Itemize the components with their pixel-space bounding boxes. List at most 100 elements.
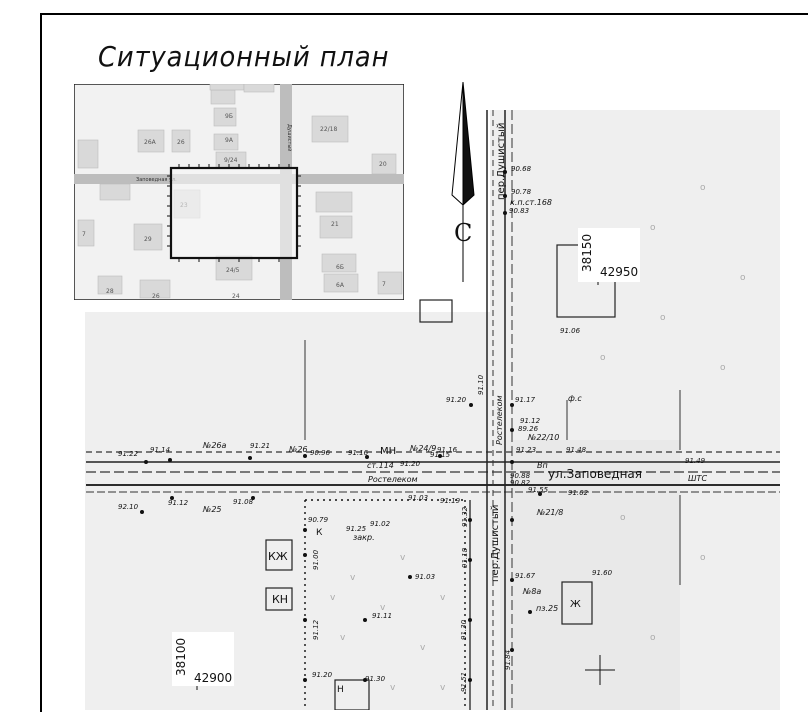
label-mn: МН	[380, 446, 396, 457]
svg-text:91.20: 91.20	[446, 396, 467, 404]
svg-text:91.60: 91.60	[592, 569, 613, 577]
svg-text:91.32: 91.32	[461, 506, 469, 527]
label-k: К	[316, 528, 323, 538]
svg-text:90.68: 90.68	[511, 165, 532, 173]
svg-text:v: v	[380, 603, 386, 613]
svg-text:92.10: 92.10	[118, 503, 139, 511]
svg-text:91.25: 91.25	[346, 525, 367, 533]
svg-text:91.23: 91.23	[516, 446, 536, 454]
elevation-dots	[140, 170, 542, 682]
svg-text:91.49: 91.49	[685, 457, 706, 465]
svg-text:ф.с: ф.с	[568, 394, 582, 403]
svg-text:22/18: 22/18	[320, 126, 337, 133]
svg-text:91.10: 91.10	[477, 374, 485, 395]
svg-text:9/24: 9/24	[224, 157, 238, 164]
svg-text:закр.: закр.	[353, 533, 375, 542]
svg-text:6А: 6А	[336, 282, 345, 289]
svg-text:91.06: 91.06	[560, 327, 581, 335]
label-kn: КН	[272, 593, 288, 606]
svg-text:89.26: 89.26	[518, 425, 539, 433]
svg-text:o: o	[700, 183, 706, 193]
rostelecom-label-h: Ростелеком	[368, 475, 418, 484]
svg-text:o: o	[650, 223, 656, 233]
svg-text:91.30: 91.30	[365, 675, 386, 683]
inset-street-v-label: Душистый	[286, 124, 293, 152]
svg-text:91.55: 91.55	[528, 486, 549, 494]
inset-street-h-label: Заповедная ул.	[136, 177, 177, 183]
coord-label-1: 38150 42950	[578, 228, 640, 282]
svg-text:№22/10: №22/10	[527, 433, 559, 442]
svg-text:91.21: 91.21	[250, 442, 270, 450]
svg-text:20: 20	[379, 161, 387, 168]
map-annotations: МН КЖ КН К Н Ж №26а №26 №24/9 №25 №22/10…	[202, 198, 707, 695]
svg-text:ст.114: ст.114	[367, 461, 394, 470]
location-inset: Заповедная ул. Душистый 9Б 9А 9/24 26А 2…	[74, 84, 404, 300]
svg-text:9Б: 9Б	[225, 113, 233, 120]
svg-text:91.48: 91.48	[566, 446, 587, 454]
svg-text:o: o	[650, 633, 656, 643]
label-n: Н	[337, 685, 344, 695]
svg-text:90.88: 90.88	[510, 472, 531, 480]
svg-text:91.84: 91.84	[504, 650, 512, 670]
svg-text:29: 29	[144, 236, 152, 243]
svg-text:o: o	[660, 313, 666, 323]
svg-text:91.20: 91.20	[312, 671, 333, 679]
label-zh: Ж	[570, 599, 581, 610]
svg-text:o: o	[700, 553, 706, 563]
svg-text:91.67: 91.67	[515, 572, 536, 580]
svg-text:91.20: 91.20	[400, 460, 421, 468]
svg-text:26: 26	[177, 139, 185, 146]
svg-text:№8а: №8а	[522, 587, 541, 596]
svg-text:21: 21	[331, 221, 339, 228]
svg-text:7: 7	[82, 231, 86, 238]
svg-text:91.12: 91.12	[312, 619, 320, 640]
svg-text:91.03: 91.03	[408, 494, 428, 502]
svg-text:№24/9: №24/9	[409, 444, 436, 453]
svg-text:91.19: 91.19	[440, 497, 461, 505]
svg-text:№26а: №26а	[202, 441, 227, 450]
coord-x-1: 42950	[600, 265, 639, 279]
coord-label-2: 38100 42900	[172, 632, 234, 686]
svg-text:91.18: 91.18	[461, 547, 469, 568]
side-lines	[304, 340, 681, 585]
svg-text:91.03: 91.03	[415, 573, 435, 581]
label-kzh: КЖ	[268, 550, 288, 563]
svg-text:28: 28	[106, 288, 114, 295]
svg-text:91.14: 91.14	[150, 446, 170, 454]
coord-y-2: 38100	[174, 637, 188, 676]
svg-text:Вп: Вп	[537, 461, 548, 470]
svg-text:v: v	[440, 593, 446, 603]
inset-outline-ticks	[167, 164, 301, 262]
svg-text:91.15: 91.15	[430, 451, 451, 459]
svg-text:26А: 26А	[144, 139, 157, 146]
svg-text:v: v	[390, 683, 396, 693]
svg-text:91.11: 91.11	[372, 612, 392, 620]
svg-text:26: 26	[152, 293, 160, 300]
svg-text:91.17: 91.17	[515, 396, 536, 404]
svg-text:24: 24	[232, 293, 240, 300]
svg-text:91.08: 91.08	[233, 498, 254, 506]
inset-buildings	[77, 84, 403, 299]
svg-text:91.12: 91.12	[168, 499, 189, 507]
svg-text:90.82: 90.82	[510, 479, 531, 487]
svg-text:91.00: 91.00	[312, 549, 320, 570]
svg-text:91.02: 91.02	[370, 520, 391, 528]
lane-label-top: пер.Душистый	[496, 123, 507, 200]
svg-text:№25: №25	[202, 505, 222, 514]
svg-text:91.22: 91.22	[118, 450, 139, 458]
svg-text:пз.25: пз.25	[536, 604, 558, 613]
svg-text:v: v	[420, 643, 426, 653]
lane-dushisty	[469, 110, 513, 710]
svg-text:№26: №26	[288, 445, 308, 454]
svg-text:o: o	[740, 273, 746, 283]
site-boundary	[304, 499, 466, 710]
svg-text:90.79: 90.79	[308, 516, 329, 524]
lane-label-bottom: пер.Душистый	[490, 505, 501, 582]
street-label-zapovednaya: ул.Заповедная	[548, 467, 642, 481]
svg-text:24/5: 24/5	[226, 267, 240, 274]
svg-text:v: v	[440, 683, 446, 693]
svg-text:o: o	[600, 353, 606, 363]
svg-text:v: v	[340, 633, 346, 643]
coord-x-2: 42900	[194, 671, 233, 685]
